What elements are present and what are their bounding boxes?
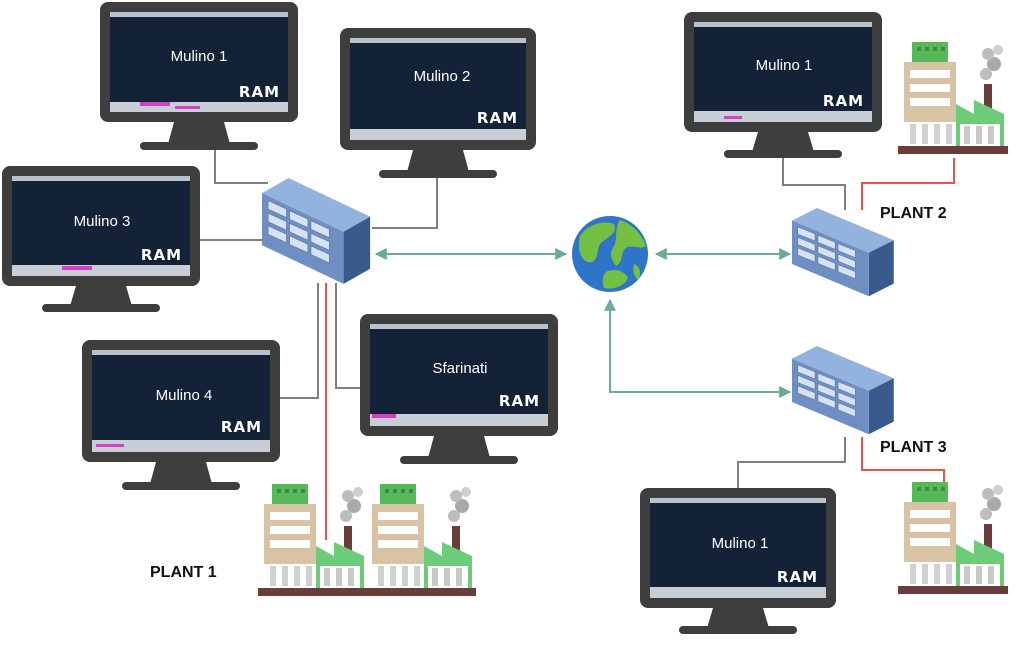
- link-mulino2-switch1: [372, 178, 438, 229]
- link-switch2-plant2: [861, 158, 955, 210]
- monitor-sfarinati: Sfarinati RAM: [360, 314, 558, 464]
- network-switch-icon: [791, 345, 895, 435]
- monitors: Mulino 1 RAM Mulino 2 RAM: [2, 2, 882, 634]
- link-switch3-plant3: [861, 437, 945, 484]
- monitor-mulino-3: Mulino 3 RAM: [2, 166, 200, 312]
- network-switch-icon: [261, 177, 371, 285]
- factory-icon: [366, 484, 476, 596]
- monitor-label: Mulino 2: [414, 68, 471, 85]
- monitor-mulino-4: Mulino 4 RAM: [82, 340, 280, 490]
- network-switches: [261, 177, 895, 435]
- monitor-label: Mulino 1: [171, 48, 228, 65]
- monitor-mulino-1-plant1: Mulino 1 RAM: [100, 2, 298, 150]
- switch-plant1: [261, 177, 371, 285]
- factory-plant1-b: [366, 484, 476, 596]
- link-mulino4-switch1: [280, 283, 319, 399]
- monitor-label: Mulino 1: [712, 535, 769, 552]
- switch-plant2: [791, 207, 895, 297]
- factory-icon: [898, 482, 1008, 594]
- plant-label: PLANT 2: [880, 205, 947, 222]
- monitor-label: Mulino 3: [74, 213, 131, 230]
- factory-plant3: [898, 482, 1008, 594]
- plant-label: PLANT 1: [150, 564, 217, 581]
- ram-logo: RAM: [477, 109, 518, 127]
- monitor-icon: [684, 12, 882, 158]
- plant-label: PLANT 3: [880, 439, 947, 456]
- ram-logo: RAM: [221, 418, 262, 436]
- plant-labels: PLANT 1 PLANT 2 PLANT 3: [150, 205, 947, 581]
- factory-plant2: [898, 42, 1008, 154]
- monitor-icon: [640, 488, 836, 634]
- ram-logo: RAM: [823, 92, 864, 110]
- monitor-label: Sfarinati: [432, 360, 487, 377]
- factory-icon: [258, 484, 368, 596]
- ram-logo: RAM: [141, 246, 182, 264]
- factory-icon: [898, 42, 1008, 154]
- ram-logo: RAM: [499, 392, 540, 410]
- internet-arrows: [374, 248, 792, 398]
- ram-logo: RAM: [777, 568, 818, 586]
- monitor-label: Mulino 4: [156, 387, 213, 404]
- monitor-icon: [100, 2, 298, 150]
- link-mulino1-switch2: [782, 158, 846, 210]
- monitor-label: Mulino 1: [756, 57, 813, 74]
- arrow-globe-switch3: [604, 298, 792, 398]
- network-switch-icon: [791, 207, 895, 297]
- monitor-mulino-2: Mulino 2 RAM: [340, 28, 536, 178]
- factory-plant1-a: [258, 484, 368, 596]
- monitor-mulino-1-plant3: Mulino 1 RAM: [640, 488, 836, 634]
- monitor-icon: [340, 28, 536, 178]
- monitor-icon: [82, 340, 280, 490]
- monitor-icon: [360, 314, 558, 464]
- link-sfarinati-switch1: [335, 283, 362, 389]
- connection-lines: [200, 122, 955, 540]
- monitor-mulino-1-plant2: Mulino 1 RAM: [684, 12, 882, 158]
- switch-plant3: [791, 345, 895, 435]
- ram-logo: RAM: [239, 83, 280, 101]
- monitor-icon: [2, 166, 200, 312]
- globe-icon: [572, 216, 648, 292]
- link-mulino1-switch3: [737, 437, 846, 488]
